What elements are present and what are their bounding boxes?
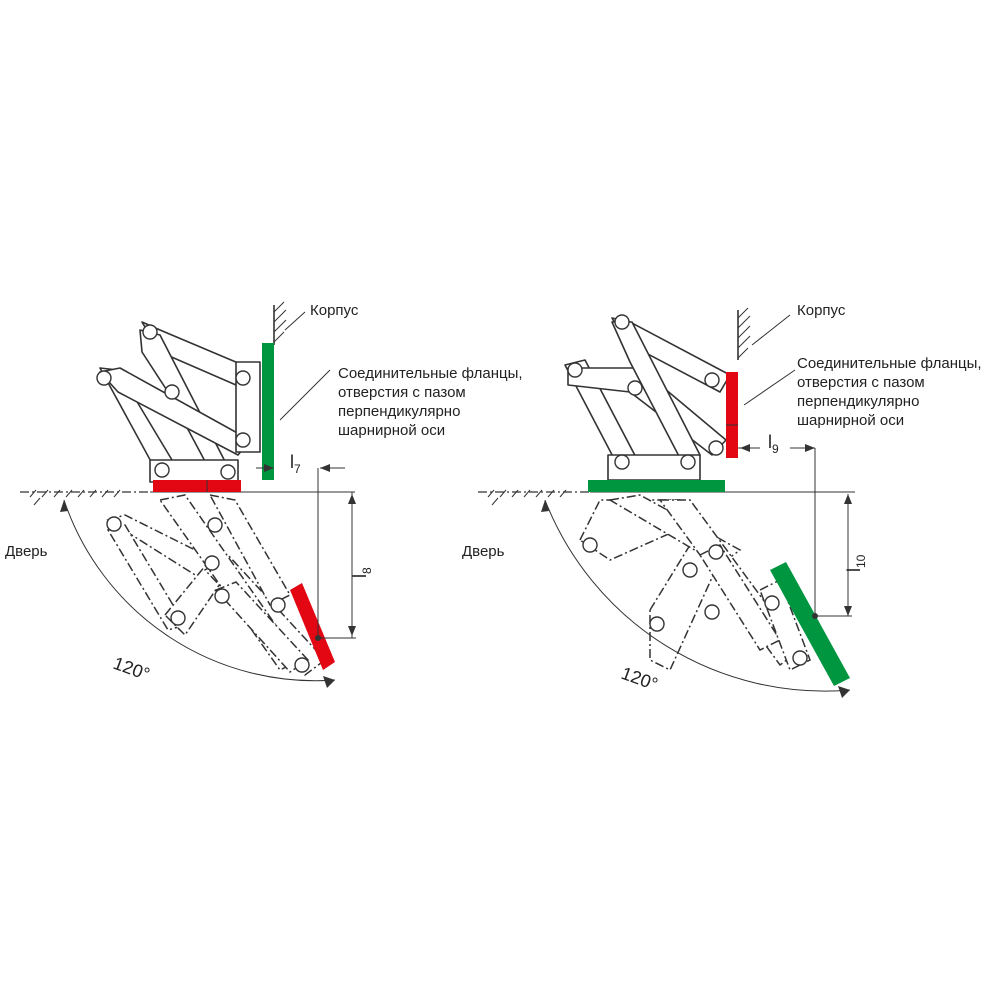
left-dim-b-sub: 8 (360, 567, 374, 574)
right-hinge-links-closed (564, 317, 731, 481)
right-korpus-leader (751, 314, 791, 346)
right-cabinet-wall (737, 307, 751, 360)
left-door-label: Дверь (5, 543, 48, 560)
left-flange-label-line4: шарнирной оси (338, 422, 445, 439)
right-hinge-links-open (579, 494, 811, 672)
right-korpus-label: Корпус (797, 302, 846, 319)
right-dim-a-main: l (768, 432, 772, 452)
right-door-flange-green (588, 480, 725, 492)
right-cabinet-flange-red (726, 372, 738, 458)
right-dim-b: l10 (844, 554, 868, 572)
right-flange-label-line1: Соединительные фланцы, (797, 355, 982, 372)
left-door-flange-open-red (290, 583, 335, 670)
left-dim-b-main: l (350, 574, 370, 578)
right-dimension-lines (738, 444, 852, 619)
left-angle-label: 120° (111, 653, 153, 685)
left-angle-arc (60, 499, 336, 688)
left-flange-label-line3: перпендикулярно (338, 403, 460, 420)
right-dim-b-sub: 10 (854, 554, 868, 568)
left-hinge-links-open (106, 493, 327, 676)
right-dim-a: l9 (768, 432, 779, 456)
left-hinge-diagram: Корпус Соединительные фланцы, отверстия … (5, 301, 523, 688)
left-flange-leader (279, 369, 331, 421)
right-flange-label-line4: шарнирной оси (797, 412, 904, 429)
left-flange-label-line2: отверстия с пазом (338, 384, 466, 401)
right-hinge-diagram: Корпус Соединительные фланцы, отверстия … (462, 302, 982, 698)
right-flange-label-line3: перпендикулярно (797, 393, 919, 410)
right-flange-label-line2: отверстия с пазом (797, 374, 925, 391)
right-flange-leader (743, 369, 796, 406)
left-dim-a-sub: 7 (294, 462, 301, 476)
right-angle-label: 120° (619, 663, 661, 695)
left-korpus-leader (284, 311, 306, 331)
right-dim-b-main: l (844, 568, 864, 572)
right-dim-a-sub: 9 (772, 442, 779, 456)
right-door-flange-open-green (770, 562, 850, 686)
left-dim-a-main: l (290, 452, 294, 472)
left-flange-label-line1: Соединительные фланцы, (338, 365, 523, 382)
left-dim-a: l7 (290, 452, 301, 476)
right-hinge-pins (567, 314, 724, 470)
left-korpus-label: Корпус (310, 302, 359, 319)
left-door-flange-red (153, 480, 241, 492)
left-hinge-pins (96, 324, 251, 480)
left-hinge-links-closed (99, 321, 261, 483)
left-dim-b: l8 (350, 567, 374, 578)
left-cabinet-wall (273, 301, 287, 345)
left-cabinet-flange-green (262, 343, 274, 480)
right-angle-arc (541, 499, 851, 698)
right-door-label: Дверь (462, 543, 505, 560)
left-dimension-lines (256, 464, 356, 641)
